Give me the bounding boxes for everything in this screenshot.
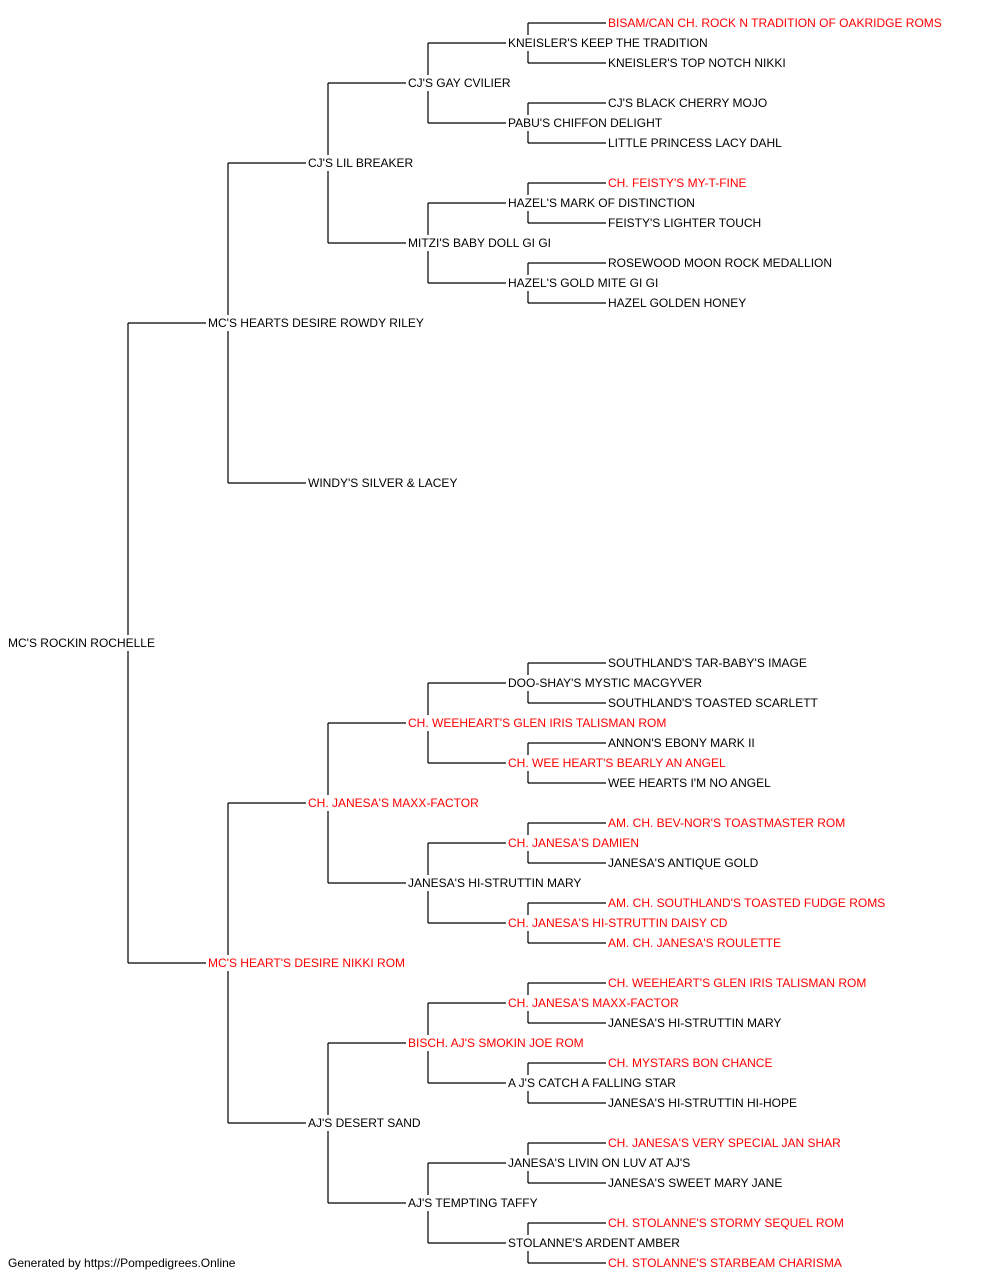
dam-name: AJ'S DESERT SAND [308,1116,421,1130]
sire-name: ANNON'S EBONY MARK II [608,736,755,750]
sire-name: BISAM/CAN CH. ROCK N TRADITION OF OAKRID… [608,16,942,30]
dam-name: JANESA'S ANTIQUE GOLD [608,856,759,870]
dam-name: FEISTY'S LIGHTER TOUCH [608,216,761,230]
sire-name: CJ'S GAY CVILIER [408,76,511,90]
sire-name: CH. FEISTY'S MY-T-FINE [608,176,747,190]
dam-name: WINDY'S SILVER & LACEY [308,476,457,490]
sire-name: MC'S HEARTS DESIRE ROWDY RILEY [208,316,424,330]
dam-name: STOLANNE'S ARDENT AMBER [508,1236,680,1250]
sire-name: CH. STOLANNE'S STORMY SEQUEL ROM [608,1216,844,1230]
sire-name: CH. WEEHEART'S GLEN IRIS TALISMAN ROM [408,716,666,730]
dam-name: AM. CH. JANESA'S ROULETTE [608,936,781,950]
dam-name: CH. JANESA'S HI-STRUTTIN DAISY CD [508,916,728,930]
dam-name: SOUTHLAND'S TOASTED SCARLETT [608,696,819,710]
dam-name: A J'S CATCH A FALLING STAR [508,1076,676,1090]
dam-name: MITZI'S BABY DOLL GI GI [408,236,551,250]
dam-name: WEE HEARTS I'M NO ANGEL [608,776,771,790]
dam-name: CH. STOLANNE'S STARBEAM CHARISMA [608,1256,842,1270]
sire-name: BISCH. AJ'S SMOKIN JOE ROM [408,1036,584,1050]
dam-name: AJ'S TEMPTING TAFFY [408,1196,538,1210]
dam-name: PABU'S CHIFFON DELIGHT [508,116,663,130]
sire-name: CJ'S BLACK CHERRY MOJO [608,96,767,110]
dam-name: KNEISLER'S TOP NOTCH NIKKI [608,56,786,70]
sire-name: DOO-SHAY'S MYSTIC MACGYVER [508,676,702,690]
sire-name: CH. WEEHEART'S GLEN IRIS TALISMAN ROM [608,976,866,990]
dam-name: JANESA'S HI-STRUTTIN MARY [608,1016,781,1030]
footer-credit: Generated by https://Pompedigrees.Online [8,1256,236,1270]
sire-name: CH. JANESA'S MAXX-FACTOR [508,996,679,1010]
dam-name: MC'S HEART'S DESIRE NIKKI ROM [208,956,405,970]
sire-name: ROSEWOOD MOON ROCK MEDALLION [608,256,832,270]
dam-name: CH. WEE HEART'S BEARLY AN ANGEL [508,756,726,770]
sire-name: SOUTHLAND'S TAR-BABY'S IMAGE [608,656,807,670]
sire-name: JANESA'S LIVIN ON LUV AT AJ'S [508,1156,690,1170]
dam-name: JANESA'S HI-STRUTTIN MARY [408,876,581,890]
dam-name: HAZEL'S GOLD MITE GI GI [508,276,658,290]
dam-name: JANESA'S SWEET MARY JANE [608,1176,782,1190]
dam-name: HAZEL GOLDEN HONEY [608,296,746,310]
sire-name: CH. JANESA'S DAMIEN [508,836,639,850]
sire-name: AM. CH. BEV-NOR'S TOASTMASTER ROM [608,816,845,830]
sire-name: HAZEL'S MARK OF DISTINCTION [508,196,695,210]
sire-name: CH. MYSTARS BON CHANCE [608,1056,772,1070]
subject-name: MC'S ROCKIN ROCHELLE [8,636,155,650]
sire-name: CH. JANESA'S VERY SPECIAL JAN SHAR [608,1136,841,1150]
dam-name: LITTLE PRINCESS LACY DAHL [608,136,782,150]
sire-name: KNEISLER'S KEEP THE TRADITION [508,36,708,50]
dam-name: JANESA'S HI-STRUTTIN HI-HOPE [608,1096,797,1110]
sire-name: AM. CH. SOUTHLAND'S TOASTED FUDGE ROMS [608,896,885,910]
sire-name: CH. JANESA'S MAXX-FACTOR [308,796,479,810]
sire-name: CJ'S LIL BREAKER [308,156,414,170]
